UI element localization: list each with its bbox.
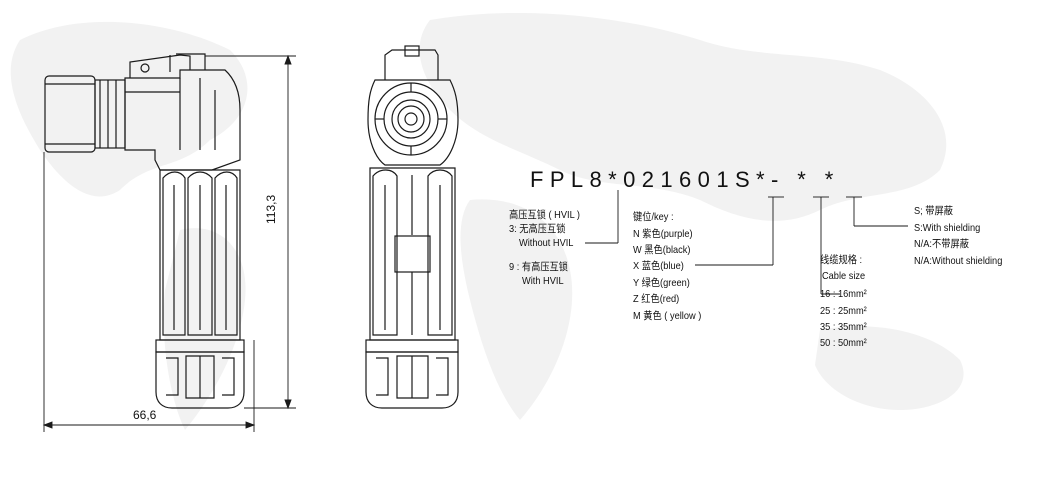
key-item: X 蓝色(blue) [633, 260, 684, 272]
connector-side-view [44, 53, 245, 409]
key-item: Y 绿色(green) [633, 277, 690, 289]
connector-front-view [365, 45, 459, 409]
cable-item: 35 : 35mm² [820, 321, 867, 333]
hvil-option-9: 9 : 有高压互锁 [509, 261, 569, 273]
dimension-lines [42, 54, 296, 432]
part-number: FPL8*021601S*- * * [530, 167, 840, 192]
cable-item: 16 : 16mm² [820, 288, 867, 300]
hvil-option-3: 3: 无高压互锁 [509, 223, 566, 235]
world-map-watermark [10, 12, 964, 430]
width-dimension-label: 66,6 [133, 408, 157, 422]
key-title: 键位/key : [633, 211, 674, 223]
height-dimension-label: 113,3 [264, 194, 278, 224]
key-item: Z 红色(red) [633, 293, 680, 305]
shield-item: S; 带屏蔽 [914, 205, 954, 217]
key-item: M 黄色 ( yellow ) [633, 310, 702, 322]
cable-title-en: Cable size [822, 270, 866, 282]
key-item: W 黑色(black) [633, 244, 691, 256]
cable-title-cn: 线缆规格 : [820, 254, 863, 266]
hvil-title: 高压互锁 ( HVIL ) [509, 209, 581, 221]
callout-leader-lines [585, 190, 908, 295]
shield-item: N/A:不带屏蔽 [914, 238, 969, 250]
shield-item: S:With shielding [914, 222, 981, 234]
shield-item: N/A:Without shielding [914, 255, 1003, 267]
hvil-option-3-en: Without HVIL [519, 237, 574, 249]
cable-item: 25 : 25mm² [820, 305, 867, 317]
hvil-option-9-en: With HVIL [522, 275, 564, 287]
key-item: N 紫色(purple) [633, 228, 693, 240]
cable-item: 50 : 50mm² [820, 337, 867, 349]
